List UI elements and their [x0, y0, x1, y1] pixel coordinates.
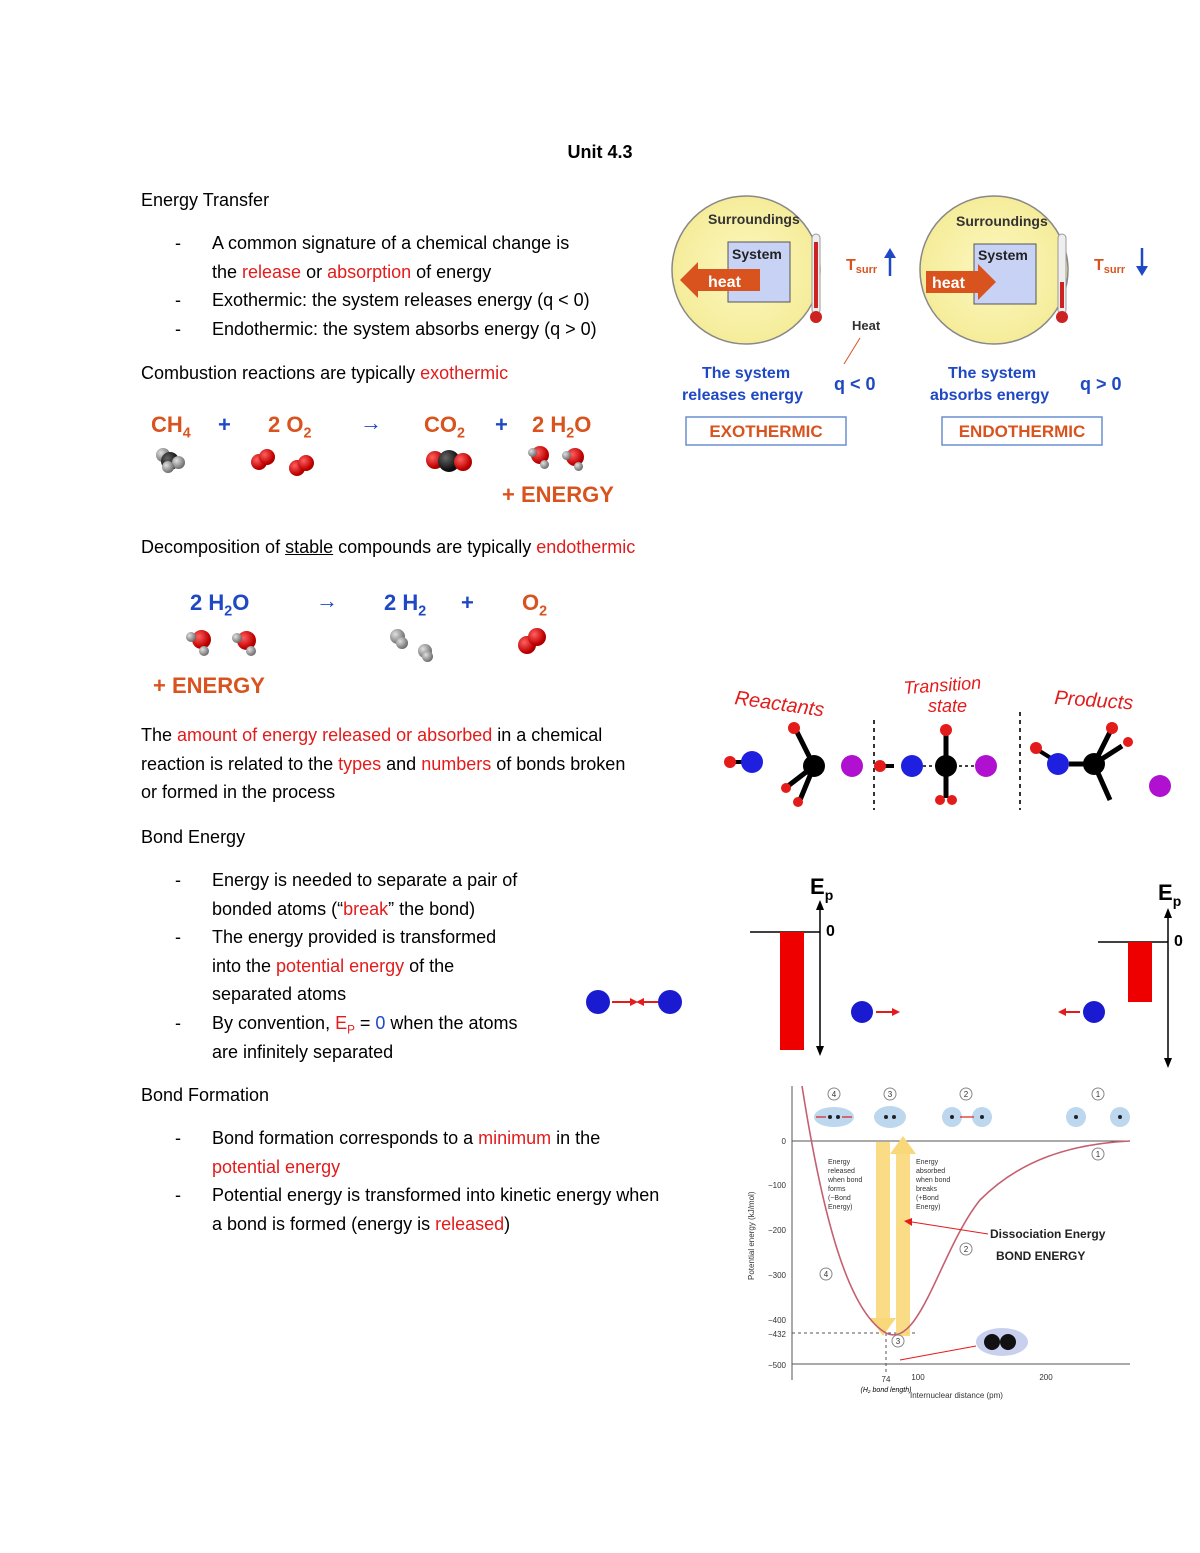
- bond-energy-bar: [780, 932, 804, 1050]
- svg-text:Tsurr: Tsurr: [846, 257, 878, 276]
- svg-text:4: 4: [824, 1270, 829, 1279]
- svg-text:when bond: when bond: [827, 1177, 862, 1184]
- exo-endo-diagram: Surroundings System heat Tsurr Heat The …: [671, 195, 1148, 446]
- bullet-text: Endothermic: the system absorbs energy (…: [212, 319, 597, 339]
- ep-bar-diagram: Ep 0 Ep 0: [586, 874, 1183, 1068]
- svg-text:100: 100: [911, 1373, 925, 1382]
- bond-formation-list: - Bond formation corresponds to a minimu…: [175, 1128, 660, 1234]
- energy-transfer-heading: Energy Transfer: [141, 190, 270, 210]
- svg-text:3: 3: [888, 1090, 893, 1099]
- svg-text:Energy: Energy: [916, 1159, 939, 1166]
- svg-text:BOND ENERGY: BOND ENERGY: [996, 1249, 1085, 1263]
- svg-text:74: 74: [882, 1375, 891, 1384]
- bond-energy-heading: Bond Energy: [141, 827, 246, 847]
- bullet-dash: -: [175, 319, 181, 339]
- transition-label: Transition: [903, 673, 982, 698]
- svg-text:q > 0: q > 0: [1080, 374, 1122, 394]
- reactants-label: Reactants: [733, 687, 825, 721]
- svg-text:2: 2: [964, 1245, 969, 1254]
- exothermic-box: EXOTHERMIC: [709, 422, 822, 441]
- svg-text:Potential energy (kJ/mol): Potential energy (kJ/mol): [747, 1191, 756, 1280]
- svg-text:when bond: when bond: [915, 1177, 950, 1184]
- svg-text:The system: The system: [948, 365, 1036, 382]
- svg-text:3: 3: [896, 1337, 901, 1346]
- svg-text:1: 1: [1096, 1090, 1101, 1099]
- combustion-line: Combustion reactions are typically exoth…: [141, 363, 509, 383]
- svg-text:heat: heat: [708, 274, 742, 291]
- svg-text:−432: −432: [768, 1330, 787, 1339]
- svg-text:0: 0: [1174, 933, 1183, 950]
- bond-energy-list: - Energy is needed to separate a pair of…: [175, 870, 518, 1062]
- svg-text:Ep: Ep: [1158, 880, 1181, 909]
- svg-text:200: 200: [1039, 1373, 1053, 1382]
- svg-text:heat: heat: [932, 275, 966, 292]
- svg-text:Internuclear distance (pm): Internuclear distance (pm): [910, 1391, 1003, 1400]
- page-title: Unit 4.3: [567, 142, 633, 162]
- svg-text:forms: forms: [828, 1186, 846, 1193]
- energy-transfer-list: - A common signature of a chemical chang…: [0, 229, 700, 349]
- amount-paragraph: The amount of energy released or absorbe…: [141, 725, 626, 802]
- svg-text:state: state: [928, 696, 967, 716]
- surroundings-label: Surroundings: [708, 211, 800, 227]
- svg-text:Dissociation Energy: Dissociation Energy: [990, 1227, 1106, 1241]
- svg-text:releases energy: releases energy: [682, 387, 803, 404]
- svg-text:Heat: Heat: [852, 318, 881, 333]
- bullet-dash: -: [175, 233, 181, 253]
- svg-text:−200: −200: [768, 1226, 787, 1235]
- svg-text:(−Bond: (−Bond: [828, 1195, 851, 1202]
- svg-text:0: 0: [782, 1137, 787, 1146]
- svg-text:Surroundings: Surroundings: [956, 213, 1048, 229]
- svg-text:1: 1: [1096, 1150, 1101, 1159]
- svg-text:−400: −400: [768, 1316, 787, 1325]
- svg-text:−100: −100: [768, 1181, 787, 1190]
- svg-text:Tsurr: Tsurr: [1094, 257, 1126, 276]
- svg-text:(H₂ bond length): (H₂ bond length): [861, 1387, 912, 1394]
- svg-text:−300: −300: [768, 1271, 787, 1280]
- svg-text:Energy): Energy): [828, 1204, 853, 1211]
- svg-text:released: released: [828, 1168, 855, 1175]
- bullet-text: Exothermic: the system releases energy (…: [212, 290, 590, 310]
- bond-formation-heading: Bond Formation: [141, 1085, 270, 1105]
- svg-text:(+Bond: (+Bond: [916, 1195, 939, 1202]
- heat-in-arrow: [926, 264, 996, 300]
- svg-text:Energy: Energy: [828, 1159, 851, 1166]
- svg-text:Energy): Energy): [916, 1204, 941, 1211]
- energy-label: + ENERGY: [502, 482, 614, 507]
- svg-text:q < 0: q < 0: [834, 374, 876, 394]
- svg-text:absorbs energy: absorbs energy: [930, 387, 1049, 404]
- svg-text:System: System: [978, 247, 1028, 263]
- products-label: Products: [1054, 687, 1134, 714]
- bullet-text: A common signature of a chemical change …: [212, 233, 570, 253]
- svg-text:absorbed: absorbed: [916, 1168, 945, 1175]
- potential-energy-curve: Potential energy (kJ/mol) Internuclear d…: [747, 1085, 1131, 1400]
- svg-text:−500: −500: [768, 1361, 787, 1370]
- decomposition-line: Decomposition of stable compounds are ty…: [141, 537, 636, 557]
- svg-text:0: 0: [826, 923, 835, 940]
- svg-text:Ep: Ep: [810, 874, 833, 903]
- svg-text:breaks: breaks: [916, 1186, 938, 1193]
- svg-text:System: System: [732, 246, 782, 262]
- svg-text:4: 4: [832, 1090, 837, 1099]
- bullet-dash: -: [175, 290, 181, 310]
- svg-text:2: 2: [964, 1090, 969, 1099]
- bullet-text-continued: the release or absorption of energy: [212, 261, 492, 282]
- svg-text:The system: The system: [702, 365, 790, 382]
- energy-label: + ENERGY: [153, 673, 265, 698]
- heat-out-arrow: [680, 262, 760, 298]
- endothermic-box: ENDOTHERMIC: [959, 422, 1086, 441]
- reaction-pathway-diagram: Reactants Transition state Products: [724, 673, 1171, 810]
